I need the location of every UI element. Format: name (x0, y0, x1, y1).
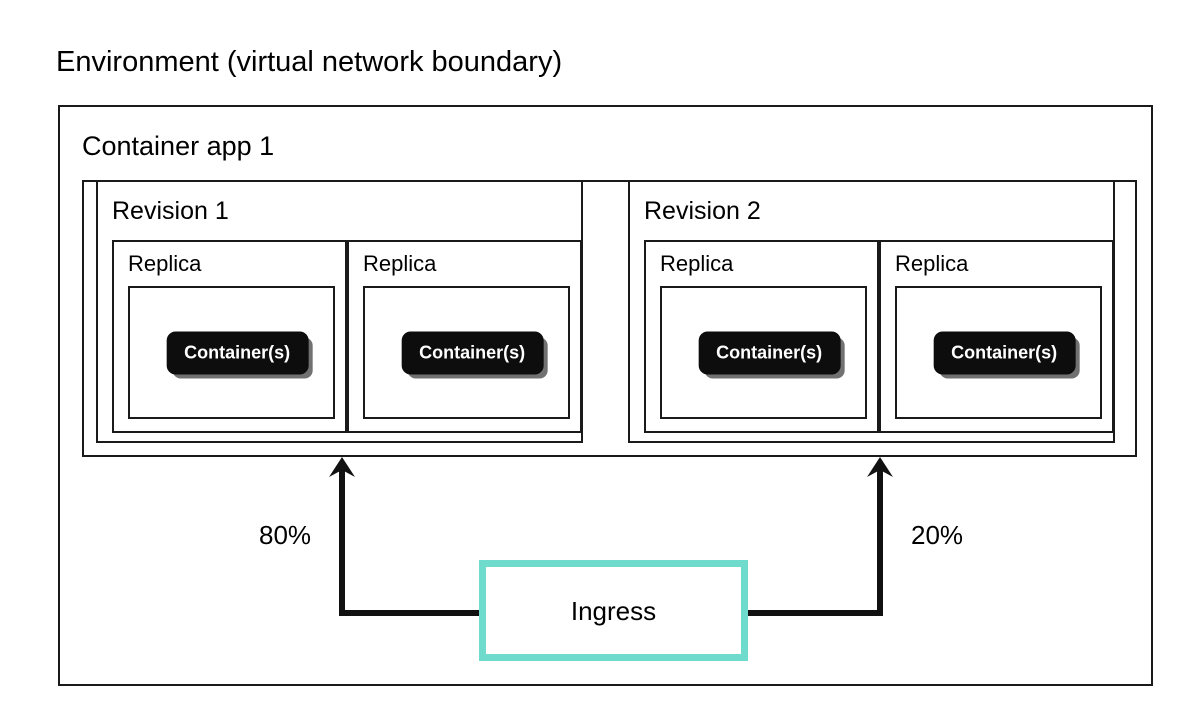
revision-1-label: Revision 1 (112, 197, 229, 225)
replica-inner-frame: Container(s) (363, 286, 570, 419)
container-pill: Container(s) (698, 331, 841, 374)
replica-inner-frame: Container(s) (128, 286, 335, 419)
replica-label: Replica (363, 251, 437, 276)
replica-inner-frame: Container(s) (895, 286, 1102, 419)
revision-2-replica-1-box: Replica Container(s) (644, 240, 879, 433)
container-pill: Container(s) (401, 331, 544, 374)
container-pill: Container(s) (933, 331, 1076, 374)
revision-2-box: Revision 2 Replica Container(s) Replica … (628, 180, 1115, 443)
replica-label: Replica (128, 251, 202, 276)
ingress-label: Ingress (570, 595, 657, 626)
revision-1-replica-1-box: Replica Container(s) (112, 240, 347, 433)
ingress-box: Ingress (479, 560, 748, 661)
traffic-percent-left: 80% (259, 520, 312, 550)
replica-label: Replica (895, 251, 969, 276)
revision-1-box: Revision 1 Replica Container(s) Replica … (96, 180, 583, 443)
traffic-percent-right: 20% (911, 520, 964, 550)
revision-2-replica-2-box: Replica Container(s) (879, 240, 1114, 433)
revision-1-replica-2-box: Replica Container(s) (347, 240, 582, 433)
container-pill: Container(s) (166, 331, 309, 374)
environment-title: Environment (virtual network boundary) (56, 46, 563, 78)
revision-2-label: Revision 2 (644, 197, 761, 225)
replica-inner-frame: Container(s) (660, 286, 867, 419)
replica-label: Replica (660, 251, 734, 276)
container-app-label: Container app 1 (82, 131, 275, 161)
